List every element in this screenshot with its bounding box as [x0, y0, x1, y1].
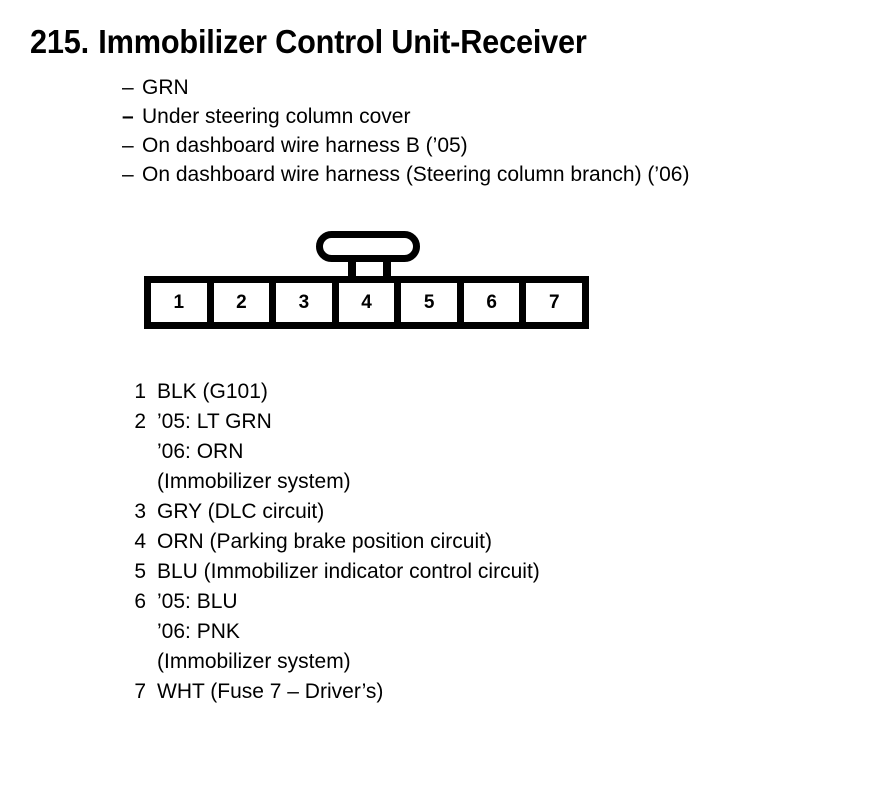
pin-legend-description: ’05: LT GRN [157, 410, 272, 433]
pin-legend-description: ’06: PNK [157, 620, 240, 643]
page-title-number: 215. [30, 23, 89, 60]
connector-tab-neck-right [383, 258, 391, 278]
description-line-text: On dashboard wire harness B (’05) [142, 134, 468, 157]
pin-legend-row: (Immobilizer system) [132, 467, 732, 497]
pin-legend-number: 2 [134, 410, 146, 433]
pin-legend-row: 3 GRY (DLC circuit) [132, 497, 732, 527]
dash-marker-icon: – [122, 163, 134, 186]
pin-legend-number: 5 [134, 560, 146, 583]
connector-pin-1: 1 [151, 283, 207, 322]
description-line-text: Under steering column cover [142, 105, 411, 128]
connector-locking-tab-icon [316, 231, 420, 262]
description-list: –GRN–Under steering column cover–On dash… [122, 73, 862, 189]
pin-legend-description: BLK (G101) [157, 380, 268, 403]
description-line-text: On dashboard wire harness (Steering colu… [142, 163, 690, 186]
pin-legend-number: 1 [134, 380, 146, 403]
description-line: –On dashboard wire harness B (’05) [122, 131, 862, 160]
pin-legend-row: ’06: PNK [132, 617, 732, 647]
pin-legend-row: 4 ORN (Parking brake position circuit) [132, 527, 732, 557]
connector-pin-6: 6 [456, 283, 520, 322]
pin-legend-number: 6 [134, 590, 146, 613]
pin-legend-row: 5 BLU (Immobilizer indicator control circ… [132, 557, 732, 587]
pin-legend-number: 3 [134, 500, 146, 523]
pin-legend-row: ’06: ORN [132, 437, 732, 467]
pin-legend-description: GRY (DLC circuit) [157, 500, 325, 523]
pin-legend-row: 7 WHT (Fuse 7 – Driver’s) [132, 677, 732, 707]
connector-tab-neck-left [348, 258, 356, 278]
pin-legend-row: 1 BLK (G101) [132, 377, 732, 407]
pin-legend-description: (Immobilizer system) [157, 650, 351, 673]
connector-pin-3: 3 [269, 283, 332, 322]
pin-legend-description: ’05: BLU [157, 590, 238, 613]
pin-legend-description: ’06: ORN [157, 440, 244, 463]
description-line-text: GRN [142, 76, 189, 99]
pin-legend-row: 2 ’05: LT GRN [132, 407, 732, 437]
dash-marker-icon: – [122, 76, 134, 99]
description-line: –On dashboard wire harness (Steering col… [122, 160, 862, 189]
pin-legend-list: 1 BLK (G101) 2 ’05: LT GRN ’06: ORN (Immobili… [132, 377, 732, 707]
pin-legend-description: WHT (Fuse 7 – Driver’s) [157, 680, 384, 703]
connector-pin-7: 7 [519, 283, 583, 322]
pin-legend-number: 7 [134, 680, 146, 703]
pin-legend-row: (Immobilizer system) [132, 647, 732, 677]
description-line: –Under steering column cover [122, 102, 862, 131]
pin-legend-description: ORN (Parking brake position circuit) [157, 530, 492, 553]
dash-marker-icon: – [122, 134, 134, 157]
connector-pin-4: 4 [331, 283, 395, 322]
page-title-text: Immobilizer Control Unit-Receiver [98, 23, 587, 60]
dash-marker-icon: – [122, 105, 134, 128]
pin-legend-row: 6 ’05: BLU [132, 587, 732, 617]
page-title: 215.Immobilizer Control Unit-Receiver [30, 22, 587, 62]
connector-pin-2: 2 [206, 283, 270, 322]
description-line: –GRN [122, 73, 862, 102]
pin-legend-description: (Immobilizer system) [157, 470, 351, 493]
pin-legend-description: BLU (Immobilizer indicator control circu… [157, 560, 540, 583]
pin-legend-number: 4 [134, 530, 146, 553]
connector-pin-5: 5 [394, 283, 457, 322]
